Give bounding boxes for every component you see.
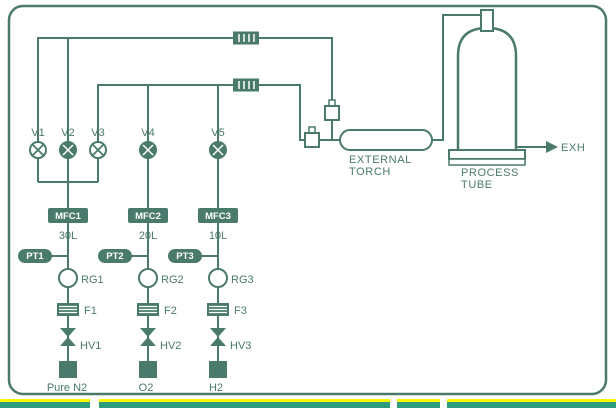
mfc-flow-label: 30L [59, 230, 77, 242]
gas-source-label: Pure N2 [47, 382, 87, 394]
valve-v1-icon [29, 141, 47, 159]
hand-valve-hv3-icon [210, 328, 226, 346]
exhaust-label: EXH [561, 142, 585, 154]
background-window-edge [0, 399, 616, 408]
hand-valve-hv2-icon [140, 328, 156, 346]
filter-f1-icon [57, 303, 79, 316]
hand-valve-label: HV3 [230, 340, 251, 352]
gas-source-n2-icon [59, 361, 77, 378]
process-tube-base [448, 158, 526, 166]
gas-source-label: O2 [139, 382, 154, 394]
pipe-network [37, 14, 546, 362]
regulator-label: RG2 [161, 274, 184, 286]
pt2: PT2 [98, 249, 132, 263]
regulator-label: RG1 [81, 274, 104, 286]
gas-source-label: H2 [209, 382, 223, 394]
valve-label: V5 [211, 127, 224, 139]
connector-fitting-icon [324, 99, 340, 121]
mfc-flow-label: 10L [209, 230, 227, 242]
mfc-label: MFC1 [55, 211, 82, 222]
process-tube-flange [448, 149, 526, 160]
connector-fitting-icon [304, 126, 320, 148]
pipe-torch-to-tube [432, 14, 481, 141]
valve-label: V1 [31, 127, 44, 139]
filter-label: F2 [164, 305, 177, 317]
regulator-rg2-icon [138, 268, 158, 288]
mfc1: MFC1 [48, 208, 88, 223]
window-edge-segment [99, 399, 390, 408]
window-edge-segment [0, 399, 90, 408]
mfc2: MFC2 [128, 208, 168, 223]
torch-label-line1: EXTERNAL [349, 154, 412, 166]
process-tube-label-line1: PROCESS [461, 167, 519, 179]
pt1: PT1 [18, 249, 52, 263]
filter-label: F3 [234, 305, 247, 317]
mfc-label: MFC3 [205, 211, 231, 222]
window-edge-segment [447, 399, 616, 408]
tube-injector-icon [480, 9, 494, 32]
hand-valve-label: HV1 [80, 340, 101, 352]
regulator-label: RG3 [231, 274, 254, 286]
exhaust-arrow-icon [546, 141, 558, 153]
pt-label: PT3 [176, 251, 193, 262]
torch-label-line2: TORCH [349, 166, 391, 178]
inline-filter-fitting-icon [233, 78, 259, 92]
gas-source-o2-icon [139, 361, 157, 378]
mfc-flow-label: 20L [139, 230, 157, 242]
gas-source-h2-icon [209, 361, 227, 378]
mfc-label: MFC2 [135, 211, 161, 222]
process-tube-label-line2: TUBE [461, 179, 493, 191]
pipe-main-manifold [37, 37, 333, 182]
filter-f3-icon [207, 303, 229, 316]
filter-f2-icon [137, 303, 159, 316]
external-torch [339, 129, 433, 151]
valve-v4-icon [139, 141, 157, 159]
regulator-rg3-icon [208, 268, 228, 288]
pt-label: PT1 [26, 251, 44, 262]
valve-label: V2 [61, 127, 74, 139]
valve-v3-icon [89, 141, 107, 159]
inline-filter-fitting-icon [233, 31, 259, 45]
valve-label: V3 [91, 127, 104, 139]
valve-v5-icon [209, 141, 227, 159]
mfc3: MFC3 [198, 208, 238, 223]
pt3: PT3 [168, 249, 202, 263]
hand-valve-label: HV2 [160, 340, 181, 352]
pt-label: PT2 [106, 251, 123, 262]
window-edge-segment [397, 399, 440, 408]
valve-v2-icon [59, 141, 77, 159]
valve-label: V4 [141, 127, 154, 139]
filter-label: F1 [84, 305, 97, 317]
regulator-rg1-icon [58, 268, 78, 288]
hand-valve-hv1-icon [60, 328, 76, 346]
